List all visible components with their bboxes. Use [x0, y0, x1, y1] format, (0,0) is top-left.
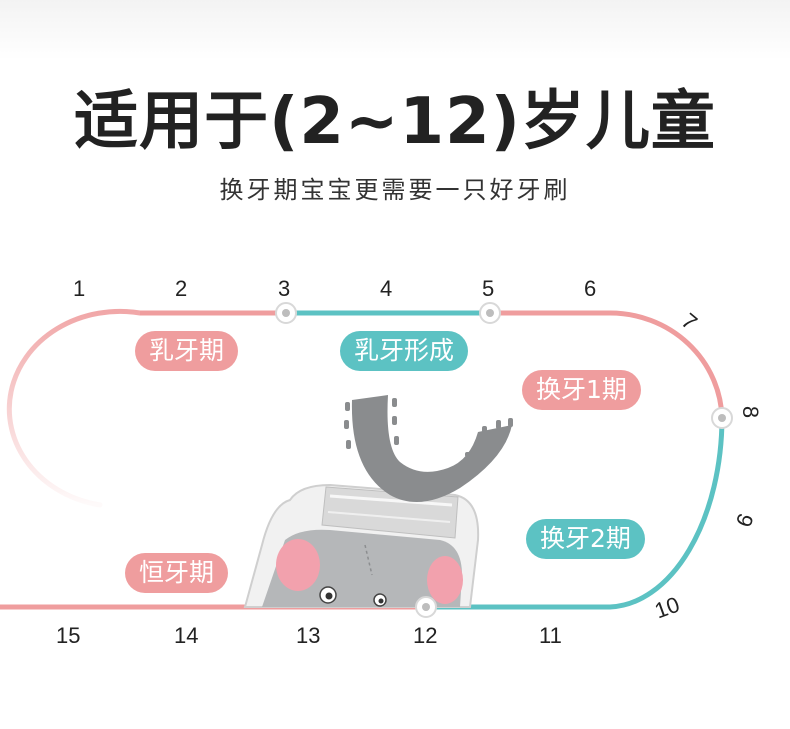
age-label-1: 1 — [73, 276, 86, 301]
age-label-13: 13 — [296, 623, 321, 648]
age-label-15: 15 — [56, 623, 81, 648]
age-label-12: 12 — [413, 623, 438, 648]
track-left-arc — [6, 308, 143, 508]
top-band — [0, 0, 790, 60]
marker-age-3 — [275, 302, 297, 324]
age-label-4: 4 — [380, 276, 393, 301]
brush-u-head — [351, 395, 512, 503]
stage-change-2: 换牙2期 — [526, 519, 645, 559]
page-subtitle: 换牙期宝宝更需要一只好牙刷 — [219, 176, 571, 204]
elephant-ear-right — [427, 556, 463, 604]
age-label-8: 8 — [738, 405, 764, 419]
age-label-6: 6 — [584, 276, 597, 301]
marker-age-5 — [479, 302, 501, 324]
track-right-teal — [426, 417, 725, 610]
marker-age-8 — [711, 407, 733, 429]
age-label-14: 14 — [174, 623, 199, 648]
age-label-3: 3 — [278, 276, 291, 301]
age-label-11: 11 — [539, 623, 562, 648]
marker-age-12 — [415, 596, 437, 618]
stage-primary-forming: 乳牙形成 — [340, 331, 469, 371]
page-title: 适用于(2~12)岁儿童 — [74, 85, 716, 159]
stage-primary-teeth: 乳牙期 — [135, 331, 239, 371]
age-label-5: 5 — [482, 276, 495, 301]
stage-change-1: 换牙1期 — [522, 370, 641, 410]
toothbrush-illustration — [243, 395, 513, 608]
elephant-ear-left — [276, 539, 320, 591]
age-label-2: 2 — [175, 276, 188, 301]
stage-permanent-teeth: 恒牙期 — [125, 553, 229, 593]
track-right-pink — [490, 310, 725, 419]
